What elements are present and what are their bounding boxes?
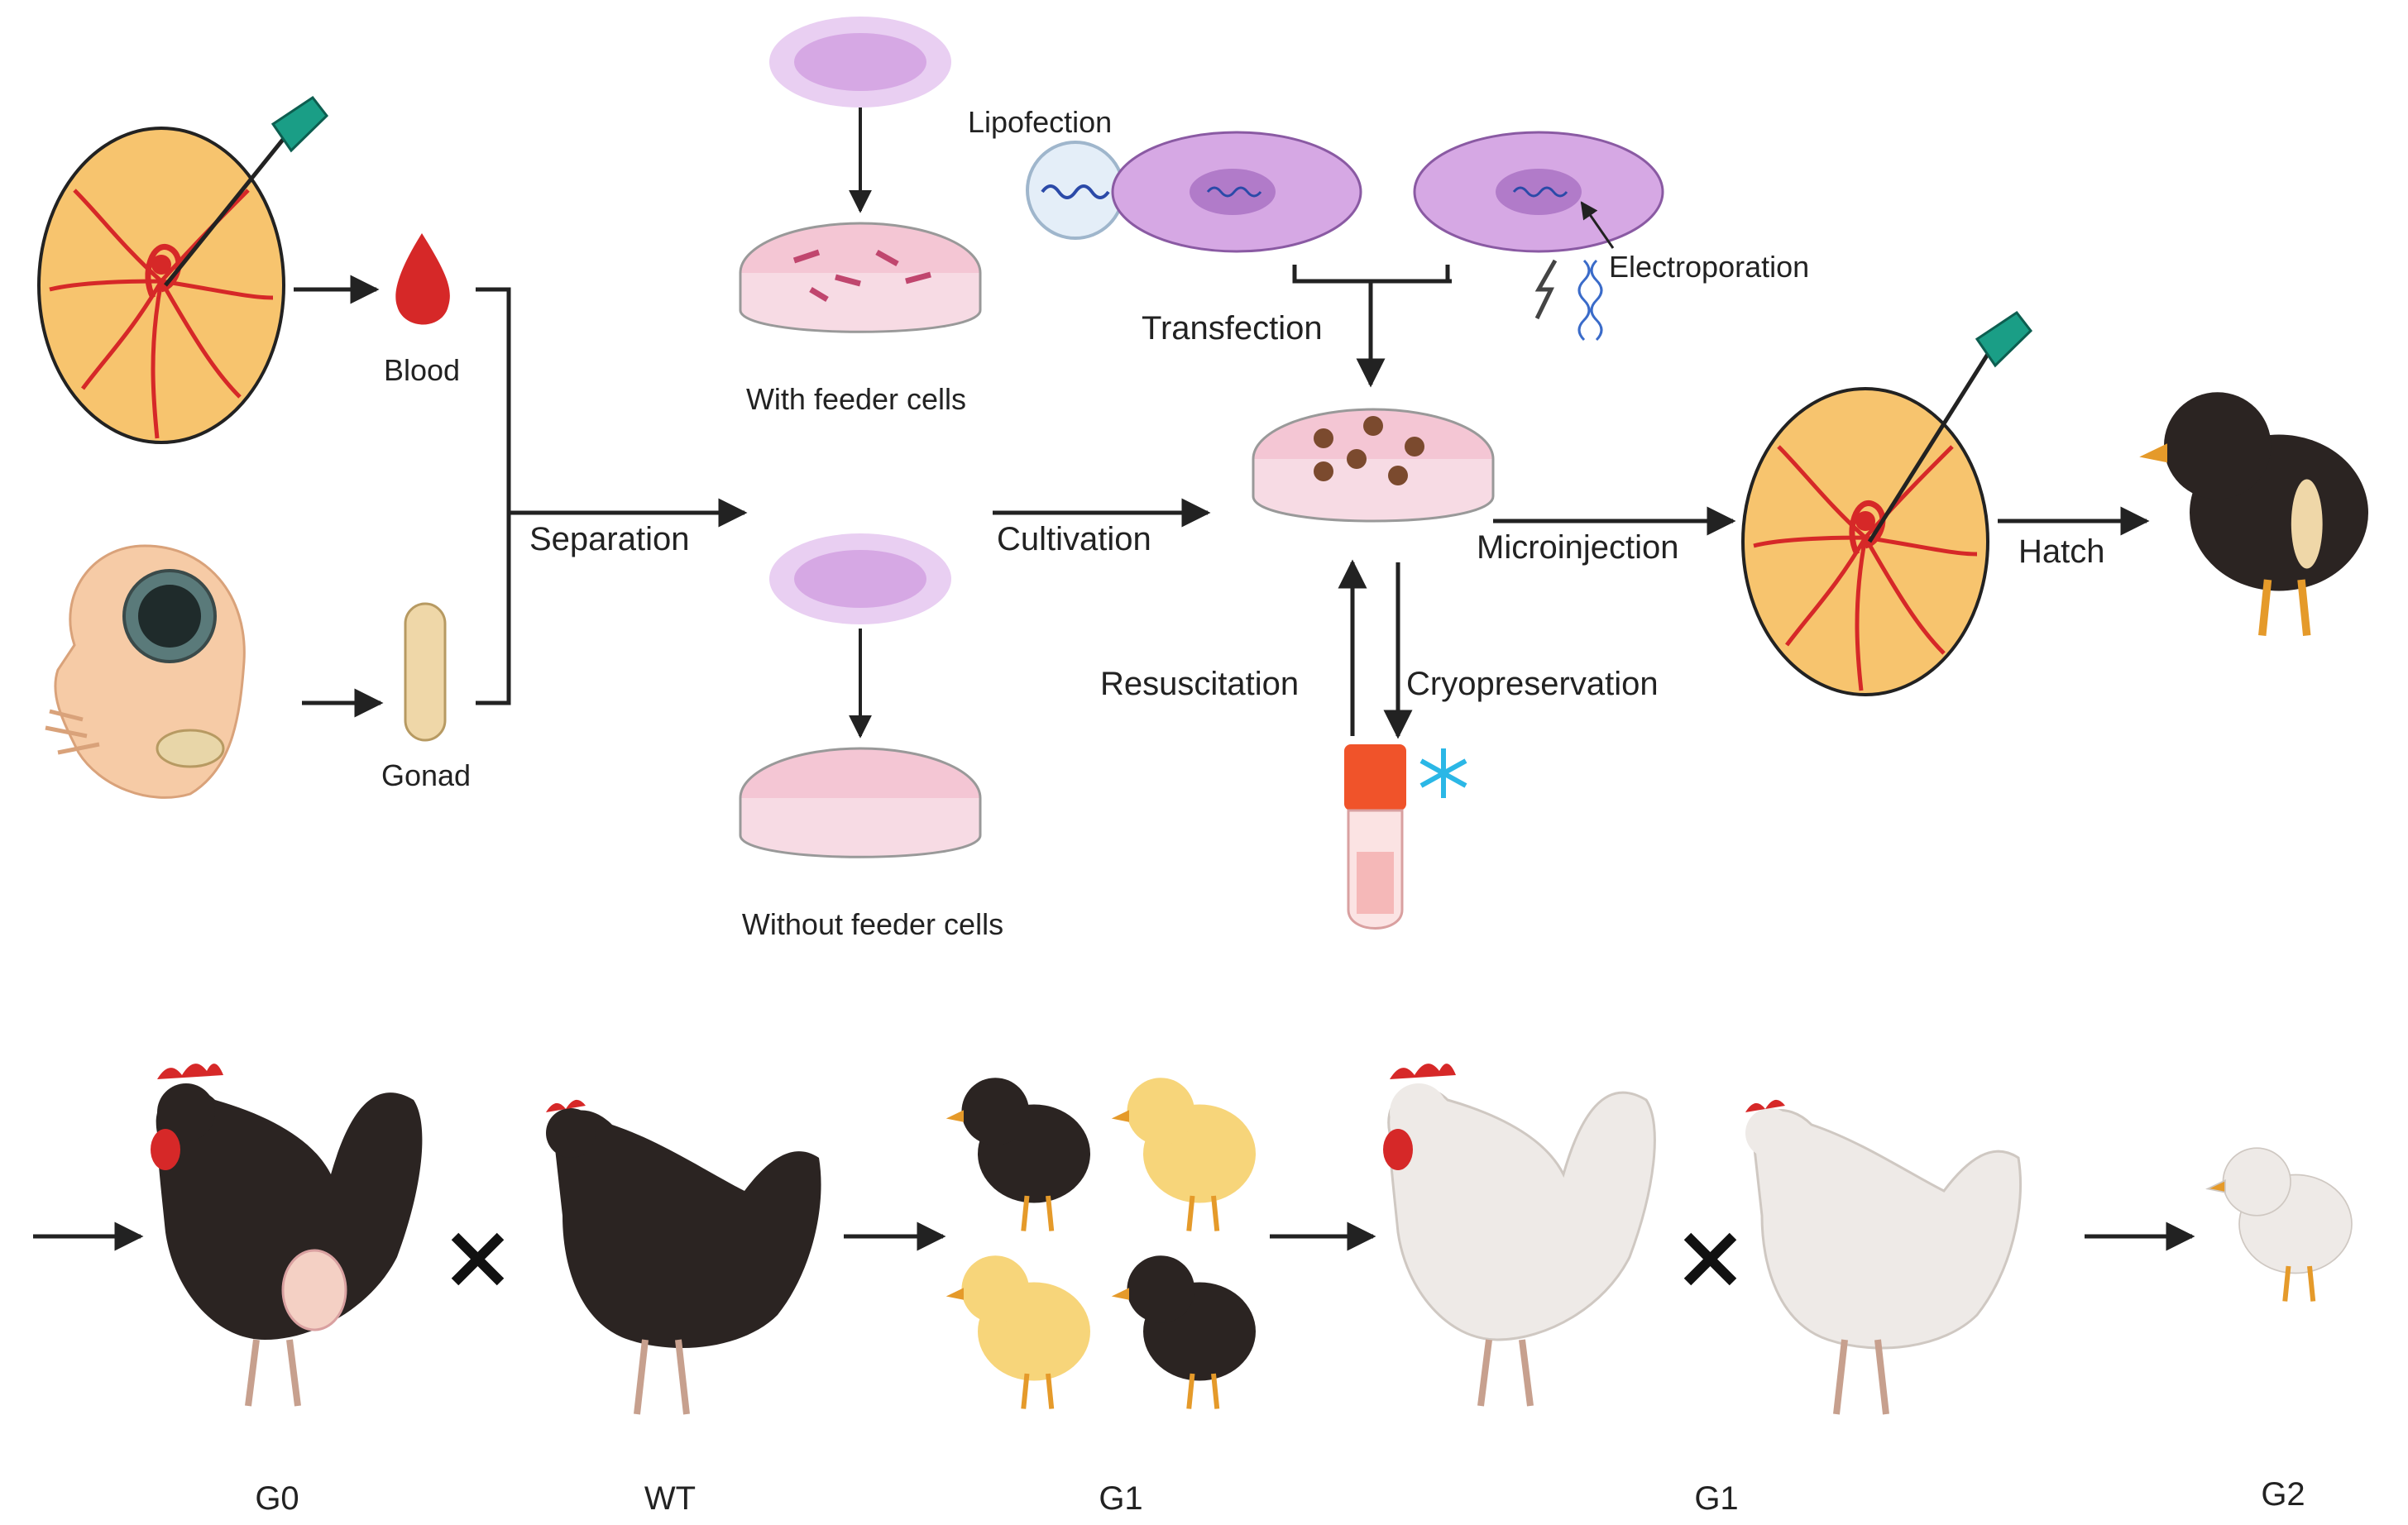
petri-dish-icon (739, 747, 982, 858)
blood-drop-icon (395, 233, 450, 325)
with-feeder-label: With feeder cells (746, 382, 966, 416)
gonad-icon (404, 602, 447, 742)
hatch-label: Hatch (2018, 533, 2105, 570)
cultivation-label: Cultivation (997, 521, 1151, 557)
without-feeder-label: Without feeder cells (742, 907, 1003, 941)
chick-icon (946, 1255, 1090, 1408)
lightning-icon (1534, 259, 1558, 320)
feeder-cells-cluster-top (769, 17, 951, 108)
generation-label-g1: G1 (1099, 1480, 1142, 1517)
chick-icon (2139, 392, 2368, 635)
blood-label: Blood (384, 353, 460, 387)
cross-icon (451, 1232, 505, 1286)
snowflake-icon (1419, 748, 1467, 798)
egg-recipient (1741, 310, 2033, 696)
microinjection-label: Microinjection (1477, 529, 1679, 566)
dna-icon (1041, 184, 1110, 199)
lipofection-label: Lipofection (968, 105, 1112, 139)
chicken-icon (1745, 1099, 2022, 1415)
embryo-icon (45, 544, 246, 799)
chick-icon (1112, 1078, 1256, 1231)
generation-label-wt: WT (644, 1480, 696, 1517)
chicken-icon (1383, 1064, 1656, 1407)
electroporation-label: Electroporation (1609, 250, 1809, 284)
separation-bracket (476, 287, 511, 705)
chick-icon (2208, 1148, 2352, 1301)
syringe-icon (164, 95, 329, 287)
egg-blood-source (37, 95, 329, 444)
chicken-icon (151, 1064, 423, 1407)
syringe-icon (1867, 310, 2033, 543)
transfection-label: Transfection (1142, 310, 1323, 347)
cross-icon (1683, 1232, 1737, 1286)
separation-label: Separation (529, 521, 689, 557)
cryopreservation-label: Cryopreservation (1406, 666, 1659, 702)
cell-lipofection (1111, 131, 1362, 253)
petri-dish-icon (739, 222, 982, 333)
feeder-cells-cluster-bottom (769, 533, 951, 624)
gonad-label: Gonad (381, 758, 471, 792)
chick-icon (946, 1078, 1090, 1231)
resuscitation-label: Resuscitation (1100, 666, 1299, 702)
chick-icon (1112, 1255, 1256, 1408)
cryo-tube-icon (1344, 744, 1406, 930)
cell-electroporation (1413, 131, 1664, 253)
lipofection-vesicle (1026, 141, 1125, 240)
generation-label-g2: G2 (2261, 1476, 2305, 1513)
generation-label-g0: G0 (255, 1480, 299, 1517)
petri-dish-icon (1252, 408, 1495, 523)
chicken-icon (546, 1099, 821, 1415)
generation-label-g1: G1 (1694, 1480, 1738, 1517)
dna-icon (1577, 259, 1603, 342)
